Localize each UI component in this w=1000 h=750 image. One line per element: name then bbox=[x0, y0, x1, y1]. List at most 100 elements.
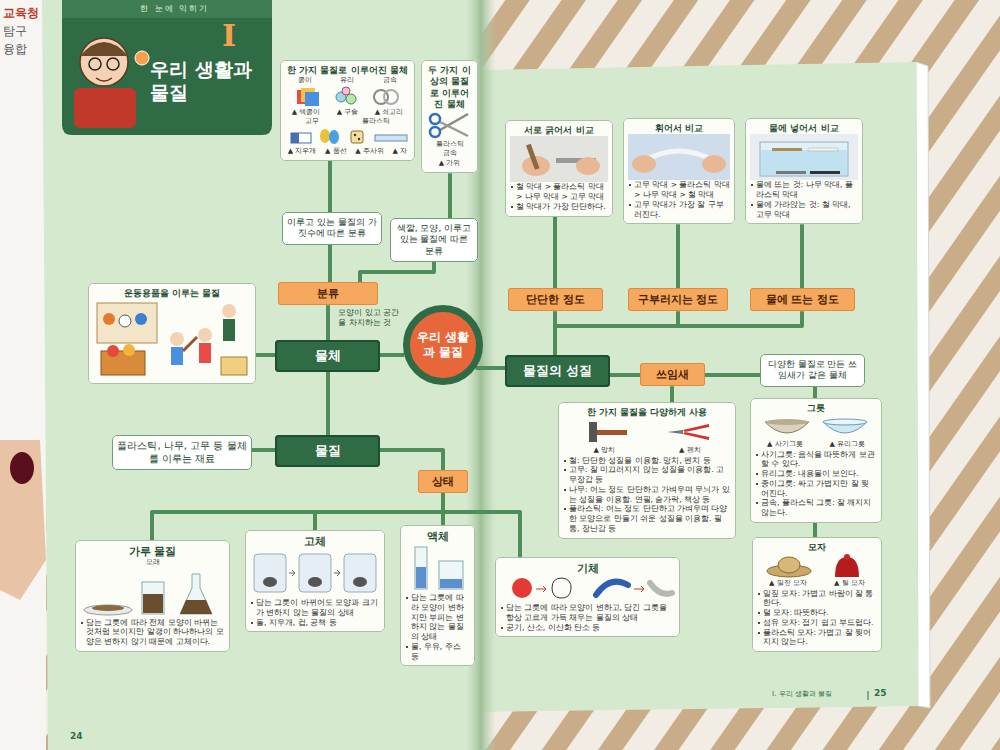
bowl-rim bbox=[823, 419, 867, 425]
ball bbox=[135, 313, 147, 325]
branch-label: 물에 뜨는 정도 bbox=[750, 288, 855, 311]
connector bbox=[328, 161, 332, 212]
center-circle: 우리 생활과 물질 bbox=[403, 305, 483, 385]
handle bbox=[430, 114, 440, 124]
page-label: I bbox=[222, 18, 236, 54]
banner-strip bbox=[62, 0, 272, 18]
pliers-jaw bbox=[667, 430, 683, 434]
bullet-text: 담는 그릇에 따라 모양이 변하지만 부피는 변하지 않는 물질의 상태 bbox=[405, 593, 470, 642]
card-heading: 가루 물질 bbox=[80, 545, 225, 558]
connector bbox=[380, 353, 404, 357]
stone bbox=[353, 577, 367, 587]
card-heading: 고체 bbox=[250, 535, 380, 548]
node-label: 물질의 성질 bbox=[511, 363, 604, 379]
page-title: 우리 생활과 물질 bbox=[150, 58, 268, 104]
pliers-handle bbox=[683, 432, 709, 440]
picture-slot bbox=[250, 548, 380, 598]
dice bbox=[351, 131, 363, 143]
node-label: 다양한 물질로 만든 쓰임새가 같은 물체 bbox=[765, 359, 860, 382]
picture-slot bbox=[426, 110, 473, 140]
bullet-text: 사기그릇: 음식을 따뜻하게 보관할 수 있다. bbox=[755, 450, 877, 470]
arrow bbox=[289, 570, 295, 576]
node-label: 물질 bbox=[281, 443, 374, 459]
sand bbox=[92, 605, 124, 611]
note-box: 이루고 있는 물질의 가짓수에 따른 분류 bbox=[282, 212, 382, 245]
picture-slot bbox=[405, 543, 470, 593]
teacher-glasses bbox=[107, 58, 119, 70]
connector bbox=[448, 173, 452, 218]
sports-goods-picture bbox=[93, 299, 251, 379]
eraser-balloon-dice-ruler-picture bbox=[285, 127, 410, 147]
solid-containers-picture bbox=[250, 548, 380, 598]
picture-slot bbox=[510, 136, 608, 182]
connector bbox=[705, 373, 760, 377]
page-stack bbox=[916, 62, 930, 708]
connector bbox=[676, 224, 680, 288]
caption-row: ▲ 지우개▲ 풍선▲ 주사위▲ 자 bbox=[285, 147, 410, 156]
node-label: 우리 생활과 물질 bbox=[415, 330, 471, 360]
floating-rod bbox=[808, 148, 838, 151]
page-label: 교육청 bbox=[3, 6, 39, 20]
content-card: 액체담는 그릇에 따라 모양이 변하지만 부피는 변하지 않는 물질의 상태물,… bbox=[400, 525, 475, 666]
picture-slot bbox=[93, 299, 251, 379]
picture-slot bbox=[563, 418, 731, 446]
hand bbox=[0, 440, 46, 600]
caption-row: 플라스틱 bbox=[426, 140, 473, 149]
teacher-mouth bbox=[96, 78, 112, 81]
note-box: 다양한 물질로 만든 쓰임새가 같은 물체 bbox=[760, 354, 865, 387]
card-heading: 휘어서 비교 bbox=[628, 123, 730, 134]
connector bbox=[476, 366, 505, 370]
powder-containers-picture bbox=[80, 568, 225, 618]
hammer-head bbox=[589, 422, 597, 442]
right-page bbox=[480, 62, 918, 712]
card-heading: 운동용품을 이루는 물질 bbox=[93, 288, 251, 299]
connector bbox=[555, 311, 678, 355]
bullet-text: 담는 그릇에 따라 모양이 변하고, 담긴 그릇을 항상 고르게 가득 채우는 … bbox=[500, 603, 675, 623]
node-label: 분류 bbox=[283, 287, 373, 300]
content-card: 그릇▲ 사기그릇▲ 유리그릇사기그릇: 음식을 따뜻하게 보관할 수 있다.유리… bbox=[750, 398, 882, 523]
bullet-text: 돌, 지우개, 컵, 공책 등 bbox=[250, 618, 380, 628]
flask-icon bbox=[135, 51, 149, 65]
item-caption: ▲ 밀짚 모자 bbox=[769, 579, 807, 588]
card-heading: 물에 넣어서 비교 bbox=[750, 123, 858, 134]
hats-picture bbox=[757, 553, 877, 579]
bat bbox=[183, 337, 197, 351]
item-caption: 종이 bbox=[298, 76, 312, 85]
connector bbox=[326, 305, 330, 340]
note-box: 색깔, 모양, 이루고 있는 물질에 따른 분류 bbox=[390, 218, 478, 262]
bullet-text: 플라스틱: 어느 정도 단단하고 가벼우며 다양한 모양으로 만들기 쉬운 성질… bbox=[563, 504, 731, 533]
bullet-text: 유리그릇: 내용물이 보인다. bbox=[755, 469, 877, 479]
connector bbox=[800, 224, 804, 288]
eraser bbox=[291, 133, 311, 143]
item-caption: 고무 bbox=[305, 117, 319, 126]
eraser-sleeve bbox=[291, 133, 299, 143]
previous-page bbox=[0, 0, 46, 750]
content-card: 휘어서 비교고무 막대 > 플라스틱 막대 > 나무 막대 > 철 막대고무 막… bbox=[623, 118, 735, 224]
bullet-text: 고무 막대가 가장 잘 구부러진다. bbox=[628, 200, 730, 220]
glass bbox=[142, 582, 164, 614]
left-page bbox=[42, 0, 482, 750]
basket bbox=[101, 351, 145, 375]
bullet-text: 종이그릇: 싸고 가볍지만 잘 찢어진다. bbox=[755, 479, 877, 499]
ball bbox=[107, 345, 119, 357]
picture-slot bbox=[757, 553, 877, 579]
item-caption: ▲ 사기그릇 bbox=[767, 440, 803, 449]
liquid-containers-picture bbox=[405, 543, 470, 593]
marble bbox=[346, 94, 356, 104]
hand bbox=[702, 155, 726, 173]
ruler bbox=[375, 135, 407, 141]
card-heading: 액체 bbox=[405, 530, 470, 543]
content-card: 기체담는 그릇에 따라 모양이 변하고, 담긴 그릇을 항상 고르게 가득 채우… bbox=[495, 557, 680, 637]
paper-glass-metal-picture bbox=[285, 86, 410, 108]
center-circle-shape bbox=[407, 309, 480, 382]
shelf bbox=[97, 303, 157, 343]
branch-label: 분류 bbox=[278, 282, 378, 305]
item-caption: ▲ 망치 bbox=[593, 446, 615, 455]
photo-ground bbox=[510, 136, 608, 182]
handle bbox=[430, 127, 440, 137]
photo-ground bbox=[750, 134, 858, 180]
teacher-figure bbox=[74, 38, 149, 128]
node-label: 구부러지는 정도 bbox=[633, 293, 723, 306]
stone bbox=[308, 577, 322, 587]
